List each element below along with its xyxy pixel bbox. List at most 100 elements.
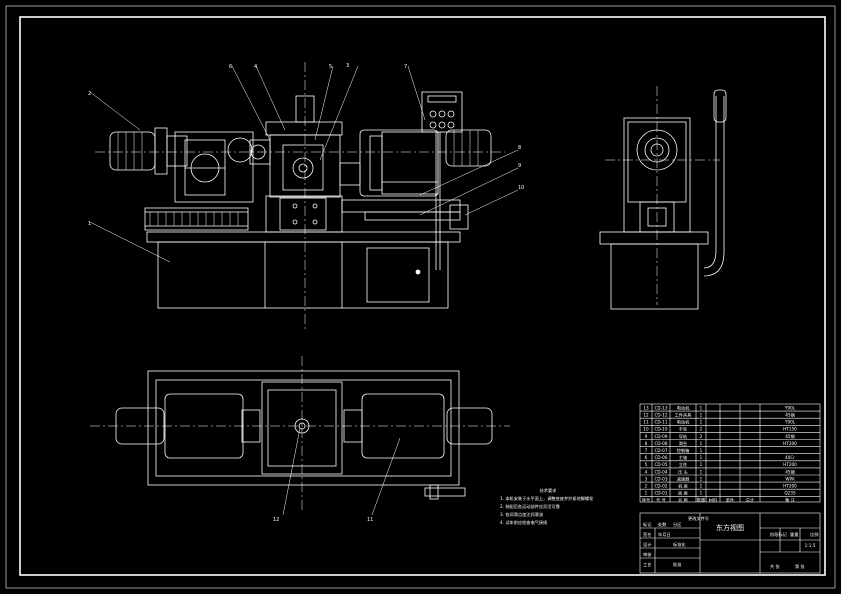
part-label-3: 3 [346,63,349,69]
bom-cell: CD-04 [655,469,668,474]
title-block-label: 阶段标记 [770,531,788,538]
top-leaders [282,427,401,516]
title-block: 东方视图 1:1.5 共 张 第 张 标记处数分区更改文件号签名年月日设计标准化… [639,512,821,574]
control-door [366,247,430,303]
part-label-1: 1 [88,221,91,227]
bom-cell: CD-12 [655,413,668,418]
bom-cell: 压 头 [678,468,688,475]
bom-cell: 电动机 [677,419,690,426]
bom-cell: 工件夹具 [675,412,693,419]
tech-note-line: 2. 装配后各运动部件应灵活可靠 [500,503,560,510]
title-block-label: 工艺 [643,562,651,567]
title-block-label: 分区 [673,521,681,528]
bom-cell: 导轨 [679,433,688,440]
right-motor [445,129,492,167]
bom-header-cell: 材料 [709,496,718,503]
title-block-label: 年月日 [658,531,671,538]
bom-cell: 1 [700,405,703,410]
part-label-10: 10 [518,185,524,191]
bom-cell: 10 [643,427,649,432]
bom-cell: HT200 [783,441,797,446]
side-view [599,86,727,310]
bom-cell: 1 [700,462,703,467]
bom-cell: CD-08 [655,441,668,446]
bom-cell: 1 [700,469,703,474]
bom-cell: 1 [700,448,703,453]
bom-header-cell: 备 注 [785,496,796,503]
bom-header-cell: 数量 [697,496,705,503]
bom-cell: 1 [700,476,703,481]
bom-cell: 40Cr [785,455,795,460]
bom-header-cell: 序号 [642,496,650,503]
bom-cell: 1 [700,455,703,460]
bom-cell: 1 [700,441,703,446]
bom-cell: CD-02 [655,484,668,489]
bom-cell: 1 [645,491,648,496]
tech-notes-heading: 技术要求 [540,487,558,494]
bom-cell: 13 [643,405,649,410]
bom-cell: 减速器 [677,475,690,482]
part-label-5: 5 [329,64,332,70]
bom-cell: HT200 [783,462,797,467]
bom-cell: 1 [700,420,703,425]
bom-cell: CD-11 [655,420,668,425]
leader-lines [89,65,519,263]
title-block-label: 标记 [643,521,652,528]
bom-cell: CD-09 [655,434,668,439]
bom-cell: 11 [643,420,649,425]
sheet-total: 共 张 [770,563,781,570]
title-block-label: 批准 [673,561,681,568]
drawing-title: 东方视图 [716,523,744,532]
sheet-number: 第 张 [795,563,806,570]
bom-cell: CD-13 [655,405,668,410]
title-block-label: 标准化 [673,541,686,548]
title-block-label: 处数 [658,521,667,528]
part-label-2: 2 [88,91,91,97]
title-block-label: 审核 [643,551,652,558]
bom-cell: 45钢 [785,412,795,419]
outer-border [5,5,836,589]
scale-value: 1:1.5 [805,543,816,548]
bom-cell: 立柱 [679,461,688,468]
part-label-8: 8 [518,145,521,151]
tech-note-line: 1. 本机安装于水平面上，调整底座并拧紧地脚螺栓 [500,495,594,502]
title-block-label: 设计 [643,541,651,548]
bom-cell: CD-05 [655,462,668,467]
bom-cell: 底 座 [678,490,688,497]
bom-cell: 1 [700,413,703,418]
bom-header-cell: 名 称 [678,496,688,503]
bom-cell: 5 [645,462,648,467]
bom-cell: 控制箱 [677,447,690,454]
part-label-4: 4 [254,64,257,70]
tech-note-line: 4. 试车前应检查电气接线 [500,519,548,526]
bom-cell: 12 [643,413,649,418]
bom-cell: CD-03 [655,476,668,481]
bom-cell: 2 [700,427,703,432]
part-label-7: 7 [404,64,407,70]
bom-cell: 机 座 [678,483,688,490]
bom-cell: 45钢 [785,468,795,475]
bom-cell: 1 [700,484,703,489]
bom-cell: HT200 [783,484,797,489]
title-block-label: 比例 [810,531,818,538]
right-housing [359,129,439,197]
bom-cell: CD-07 [655,448,668,453]
tech-note-line: 3. 各润滑点加注润滑油 [500,511,543,518]
bom-cell: 7 [645,448,648,453]
bom-cell: 滑台 [679,440,687,447]
bom-header-cell: 代 号 [656,496,666,503]
part-label-9: 9 [518,163,521,169]
top-view [90,356,510,510]
bom-cell: CD-01 [655,491,668,496]
title-block-label: 重量 [790,531,798,538]
bom-cell: 3 [645,476,648,481]
bom-cell: 4 [645,469,648,474]
title-block-label: 签名 [643,531,651,538]
part-label-11: 11 [367,517,373,523]
bom-cell: 8 [645,441,648,446]
bom-cell: WPA [785,476,794,481]
control-panel [421,91,463,133]
bom-cell: Y90L [784,405,796,410]
